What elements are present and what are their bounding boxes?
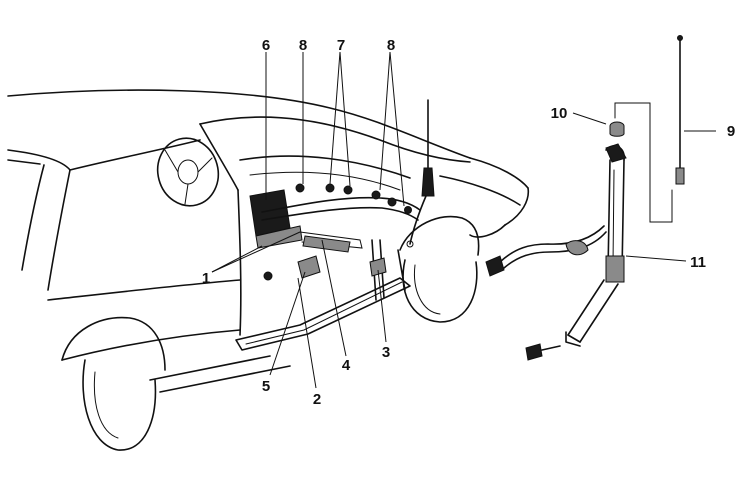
callout-9: 9 (727, 123, 735, 140)
car-interior (156, 137, 411, 253)
car-body (7, 89, 530, 451)
callout-1: 1 (202, 270, 210, 287)
callout-7: 7 (337, 37, 345, 54)
callout-6: 6 (262, 37, 270, 54)
leader-lines (211, 51, 716, 389)
callout-3: 3 (382, 344, 390, 361)
callout-8-right: 8 (387, 37, 395, 54)
callout-2: 2 (313, 391, 321, 408)
installed-antenna (406, 99, 435, 248)
callout-11: 11 (690, 254, 706, 271)
callout-8-left: 8 (299, 37, 307, 54)
antenna-cable-harness (261, 183, 421, 301)
callout-4: 4 (342, 357, 351, 374)
callout-10: 10 (551, 105, 568, 122)
callouts: 6 8 7 8 1 5 2 4 3 10 9 11 (202, 37, 735, 408)
antenna-assembly-exploded (485, 35, 685, 361)
callout-5: 5 (262, 378, 270, 395)
